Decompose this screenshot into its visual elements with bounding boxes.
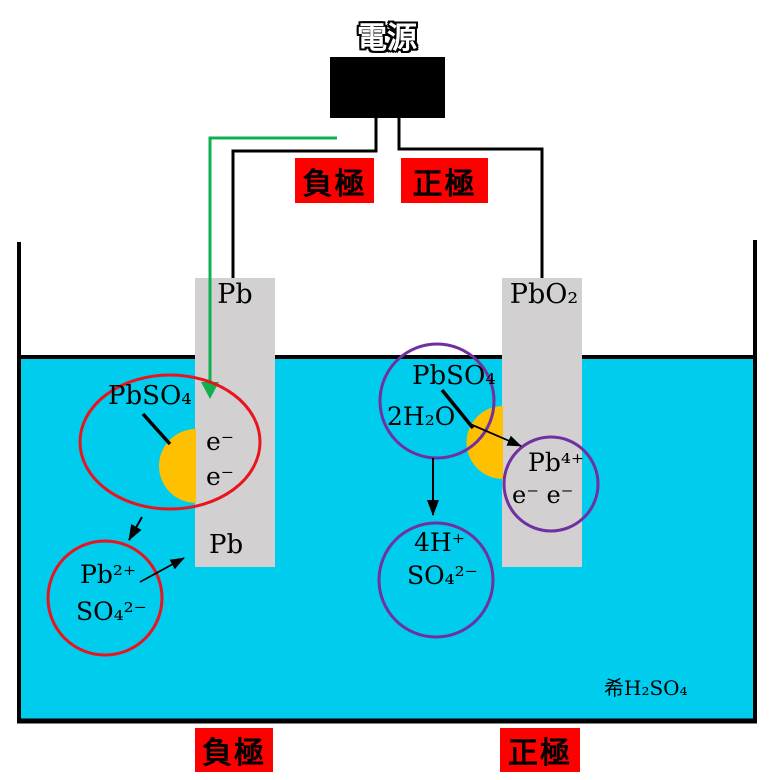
electrode-left-pb (195, 278, 275, 567)
left-deposit-formula: PbSO₄ (108, 381, 192, 411)
pbso4-deposit-left (159, 429, 196, 503)
reaction-ellipse-left (78, 373, 262, 511)
arrow-to-pb4-circle (469, 423, 522, 447)
pb4-circle-right (502, 435, 600, 533)
right-hydrogen-ion-formula: 4H⁺ (414, 528, 465, 557)
left-electron-1: e⁻ (206, 427, 234, 456)
power-source-box (330, 57, 445, 118)
reaction-circle-right (378, 342, 496, 460)
right-water-formula: 2H₂O (387, 402, 456, 431)
ion-circle-left (46, 539, 164, 657)
negative-pole-label-bottom: 負極 (195, 728, 273, 772)
right-electrons: e⁻ e⁻ (512, 481, 574, 509)
electrolyte-label: 希H₂SO₄ (604, 676, 688, 700)
electron-flow-arrowhead (201, 382, 219, 399)
left-pb-ion-formula: Pb²⁺ (80, 560, 137, 589)
arrow-ellipse-to-ions (128, 516, 143, 541)
electrode-right-pbo2 (502, 278, 582, 567)
wire-negative (231, 118, 378, 278)
negative-pole-label-top: 負極 (295, 158, 374, 203)
electrolyte-liquid (21, 359, 753, 719)
positive-pole-label-bottom: 正極 (500, 728, 580, 772)
right-sulfate-ion-formula: SO₄²⁻ (407, 561, 478, 590)
right-pb-ion-formula: Pb⁴⁺ (528, 448, 585, 477)
left-sulfate-ion-formula: SO₄²⁻ (76, 597, 147, 626)
arrow-pb2-to-electrode (139, 557, 185, 583)
left-electron-2: e⁻ (206, 462, 234, 491)
ion-circle-right (377, 521, 495, 639)
right-deposit-formula: PbSO₄ (412, 361, 496, 391)
pbso4-pointer-right (440, 388, 475, 430)
wire-positive (397, 118, 544, 278)
electrode-left-surface-label: Pb (209, 530, 244, 560)
power-source-title: 電源 (357, 22, 417, 55)
electron-flow-wire (208, 136, 337, 384)
pbso4-deposit-right (466, 406, 503, 479)
positive-pole-label-top: 正極 (401, 158, 488, 203)
electrode-left-material-label: Pb (217, 279, 253, 310)
electrode-right-material-label: PbO₂ (509, 279, 579, 310)
pbso4-pointer-left (141, 412, 172, 446)
